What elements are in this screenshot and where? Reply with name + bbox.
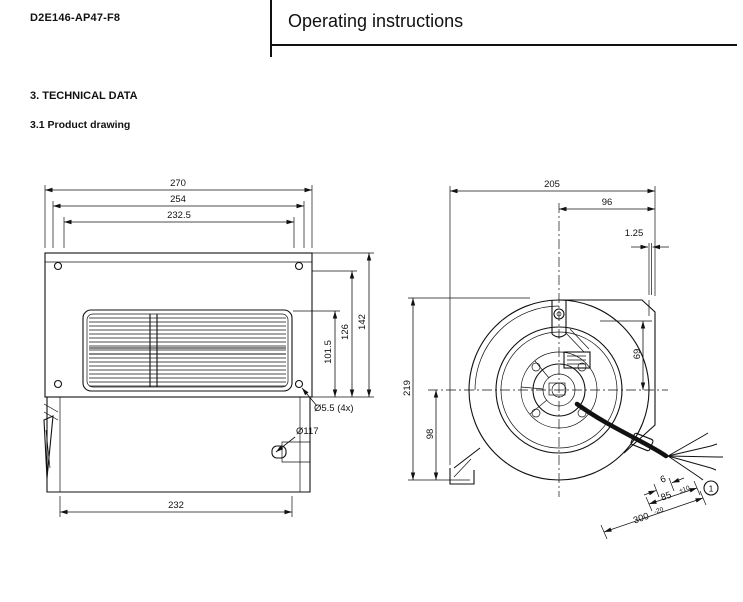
dim-142-label: 142 bbox=[357, 314, 368, 330]
grille-louvres bbox=[89, 317, 286, 387]
dim-300-tolerance: -20 bbox=[653, 506, 665, 516]
dim-270-label: 270 bbox=[170, 178, 186, 189]
front-extension-lines bbox=[44, 185, 374, 517]
dim-219-label: 219 bbox=[402, 380, 413, 396]
dim-232-label: 232 bbox=[168, 500, 184, 511]
stripped-wires bbox=[667, 432, 723, 481]
side-view: 1 bbox=[402, 179, 723, 540]
header-horizontal-rule bbox=[270, 44, 737, 46]
dim-126-label: 126 bbox=[340, 324, 351, 340]
dim-85-tolerance: ±10 bbox=[678, 485, 691, 495]
dim-98-label: 98 bbox=[425, 429, 436, 440]
side-dimension-lines bbox=[410, 188, 704, 533]
callout-1-badge: 1 bbox=[703, 480, 719, 496]
inlet-grille bbox=[82, 309, 293, 392]
outlet-flange bbox=[43, 403, 59, 479]
cable-gland bbox=[630, 432, 654, 452]
dim-85-label: 85 bbox=[659, 490, 673, 504]
section-heading: 3. TECHNICAL DATA bbox=[30, 90, 138, 102]
mounting-plate bbox=[44, 252, 313, 398]
model-number: D2E146-AP47-F8 bbox=[30, 12, 121, 24]
power-cable bbox=[574, 401, 669, 459]
dim-96-label: 96 bbox=[602, 197, 613, 208]
dim-69-label: 69 bbox=[632, 349, 643, 360]
scroll-housing bbox=[449, 299, 656, 485]
mounting-holes bbox=[53, 261, 304, 389]
cable-assembly bbox=[574, 401, 723, 481]
page-title: Operating instructions bbox=[288, 11, 464, 31]
dim-254-label: 254 bbox=[170, 194, 186, 205]
inlet-collar-detail bbox=[271, 445, 287, 459]
inlet-ring-and-motor bbox=[495, 326, 623, 454]
dim-205-label: 205 bbox=[544, 179, 560, 190]
side-extension-lines bbox=[408, 186, 707, 540]
dim-101-5-label: 101.5 bbox=[323, 340, 334, 364]
note-inlet-diameter: Ø117 bbox=[296, 426, 319, 437]
note-mounting-holes: Ø5.5 (4x) bbox=[314, 403, 354, 414]
dim-6-label: 6 bbox=[659, 474, 668, 486]
header-vertical-rule bbox=[270, 0, 272, 57]
dim-232-5-label: 232.5 bbox=[167, 210, 191, 221]
nameplate bbox=[563, 351, 591, 369]
subsection-heading: 3.1 Product drawing bbox=[30, 119, 131, 131]
front-housing bbox=[43, 397, 311, 493]
callout-1-label: 1 bbox=[709, 484, 714, 494]
mounting-bracket bbox=[551, 300, 590, 353]
front-view: 270 254 232.5 101.5 126 142 232 Ø5.5 (4x… bbox=[43, 178, 374, 517]
dim-1-25-label: 1.25 bbox=[625, 228, 644, 239]
dim-300-label: 300 bbox=[632, 511, 651, 527]
front-dimension-lines bbox=[45, 187, 372, 515]
